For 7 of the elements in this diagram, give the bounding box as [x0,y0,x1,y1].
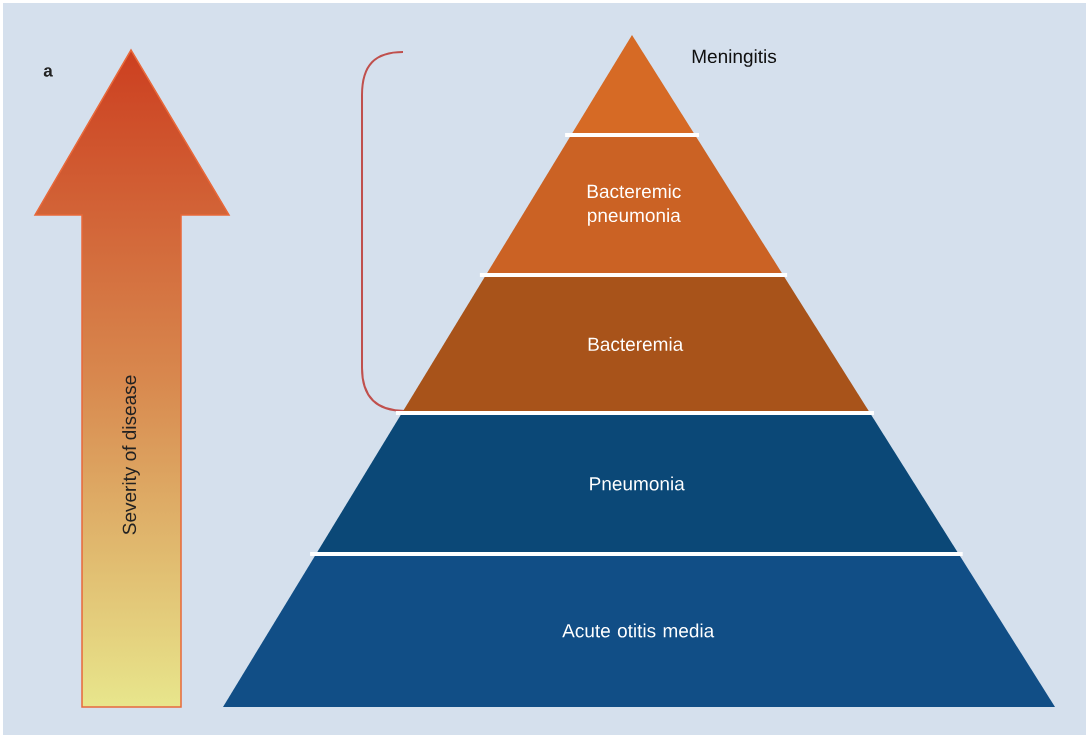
pyramid-tier: Bacteremic pneumonia [485,135,784,275]
pyramid-tier: Acute otitis media [223,554,1055,707]
pyramid-tier: Bacteremia [401,275,870,413]
pyramid-tier: Pneumonia [316,413,959,554]
panel-letter: a [43,67,53,77]
pyramid-tier: Meningitis [571,35,777,135]
node-label: Meningitis [692,49,777,67]
